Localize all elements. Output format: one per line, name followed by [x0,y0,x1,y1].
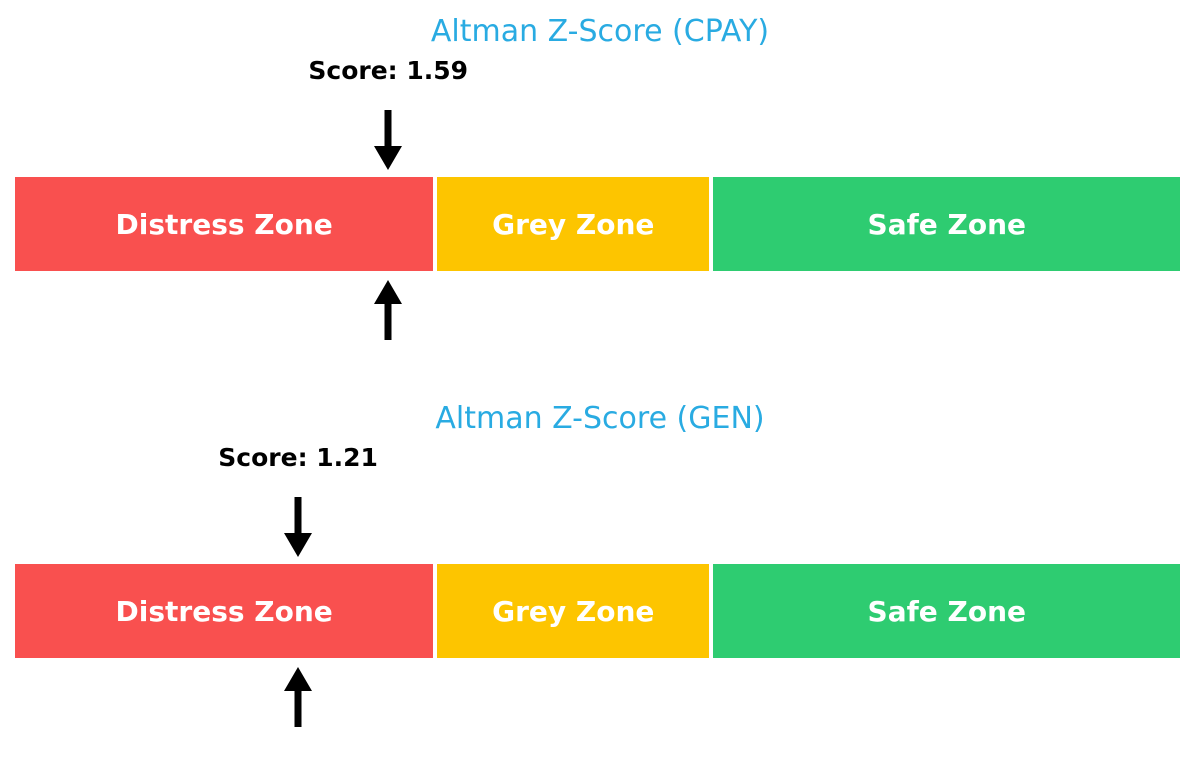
zone-bar: Distress Zone Grey Zone Safe Zone [15,177,1185,271]
zone-distress: Distress Zone [15,177,434,271]
chart-title: Altman Z-Score (CPAY) [430,14,770,49]
zone-safe: Safe Zone [713,177,1181,271]
zone-distress-label: Distress Zone [115,594,333,628]
arrow-down-icon [276,497,320,559]
arrow-down-icon [366,110,410,172]
zone-bar: Distress Zone Grey Zone Safe Zone [15,564,1185,658]
z-score-chart-cpay: Altman Z-Score (CPAY) Score: 1.59 Distre… [15,14,1185,340]
zone-grey-label: Grey Zone [492,207,655,241]
zone-safe: Safe Zone [713,564,1181,658]
zone-grey-label: Grey Zone [492,594,655,628]
arrow-up-icon [366,278,410,340]
zone-grey: Grey Zone [437,177,710,271]
zone-grey: Grey Zone [437,564,710,658]
score-label: Score: 1.21 [218,443,378,472]
chart-title: Altman Z-Score (GEN) [435,401,765,436]
arrow-up-icon [276,665,320,727]
zone-distress: Distress Zone [15,564,434,658]
zone-safe-label: Safe Zone [867,594,1026,628]
zone-safe-label: Safe Zone [867,207,1026,241]
zone-distress-label: Distress Zone [115,207,333,241]
z-score-chart-gen: Altman Z-Score (GEN) Score: 1.21 Distres… [0,387,1200,774]
score-label: Score: 1.59 [308,56,469,85]
